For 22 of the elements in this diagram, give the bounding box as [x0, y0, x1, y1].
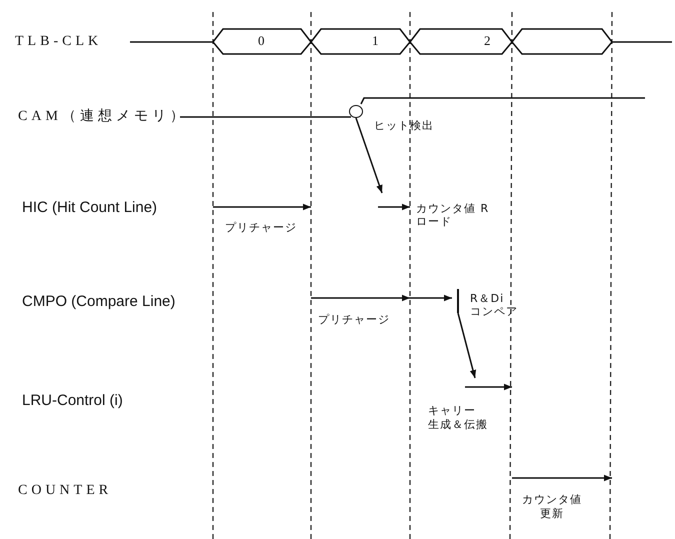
causal-arrow	[355, 118, 383, 194]
cycle-number: 2	[484, 34, 490, 49]
signal-name: CAM（連想メモリ）	[18, 109, 188, 126]
signal-name: CMPO (Compare Line)	[22, 293, 176, 310]
signal-name: LRU-Control (i)	[22, 392, 123, 410]
phase-label: キャリー	[428, 405, 477, 418]
causal-arrow	[457, 312, 476, 378]
cycle-number: 0	[258, 34, 264, 49]
event-label: ヒット検出	[374, 120, 435, 133]
phase-label: R＆Di コンペア	[470, 293, 519, 318]
signal-name: COUNTER	[18, 483, 112, 500]
phase-label: 生成＆伝搬	[428, 419, 489, 432]
signal-name: HIC (Hit Count Line)	[22, 199, 158, 216]
signal-name: TLB-CLK	[15, 34, 102, 50]
cycle-number: 1	[372, 34, 378, 49]
phase-label: プリチャージ	[225, 222, 298, 235]
hit-marker	[349, 105, 363, 118]
end-tick	[457, 289, 459, 313]
phase-label: カウンタ値	[522, 494, 583, 507]
phase-label: プリチャージ	[318, 314, 391, 327]
phase-label: カウンタ値 R ロード	[416, 203, 490, 228]
phase-label: 更新	[540, 508, 565, 521]
